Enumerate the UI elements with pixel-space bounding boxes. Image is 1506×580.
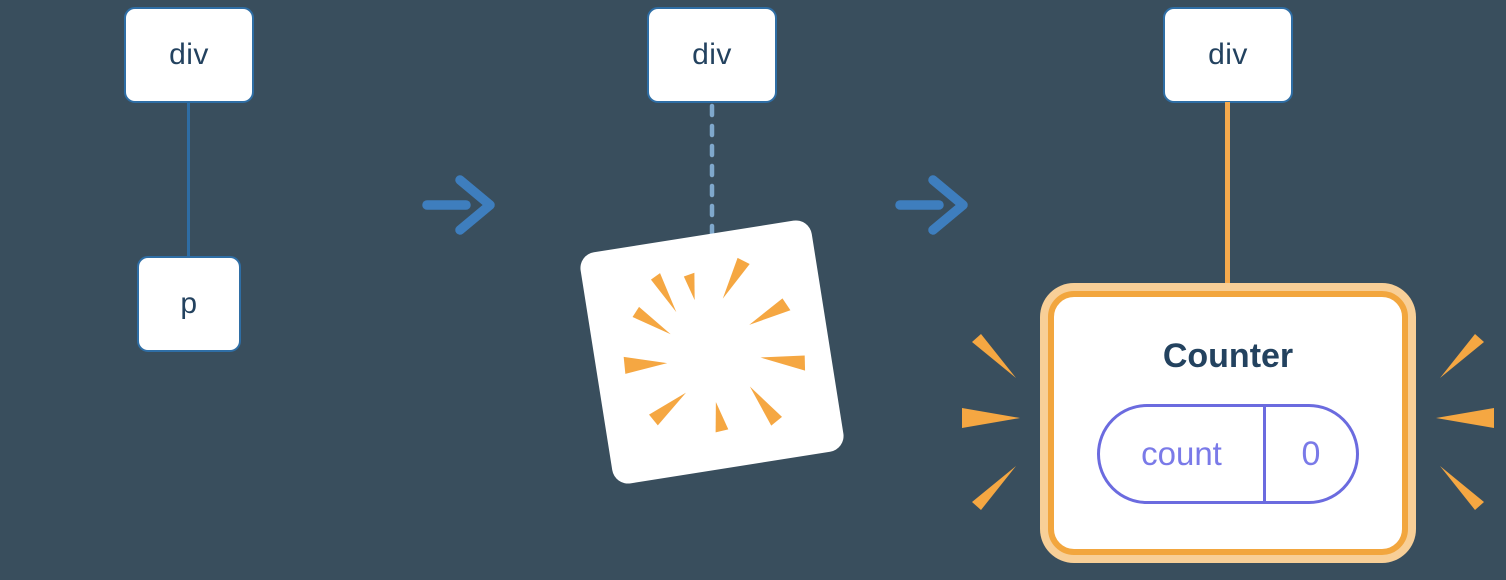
node-label: p [180,287,198,320]
sparkle-left-icon [962,334,1020,510]
mount-edge-stage3 [1225,102,1230,296]
arrow-right-icon [422,175,495,235]
destroyed-node-burst [578,218,846,486]
arrow-right-icon [895,175,968,235]
state-key-label: count [1100,407,1266,501]
dom-node-div-stage3: div [1163,7,1293,103]
dom-node-div-stage2: div [647,7,777,103]
dom-node-div-stage1: div [124,7,254,103]
counter-component-card: Counter count 0 [1048,291,1408,555]
node-label: div [692,38,732,71]
dashed-edge-stage2 [709,103,715,239]
burst-icon [623,257,806,433]
node-label: div [1208,38,1248,71]
component-title: Counter [1162,337,1294,375]
sparkle-right-icon [1436,334,1494,510]
tree-edge-stage1 [187,102,190,257]
state-value-label: 0 [1301,434,1321,473]
node-label: div [169,38,209,71]
dom-node-p-stage1: p [137,256,241,352]
state-pill: count 0 [1097,404,1359,504]
